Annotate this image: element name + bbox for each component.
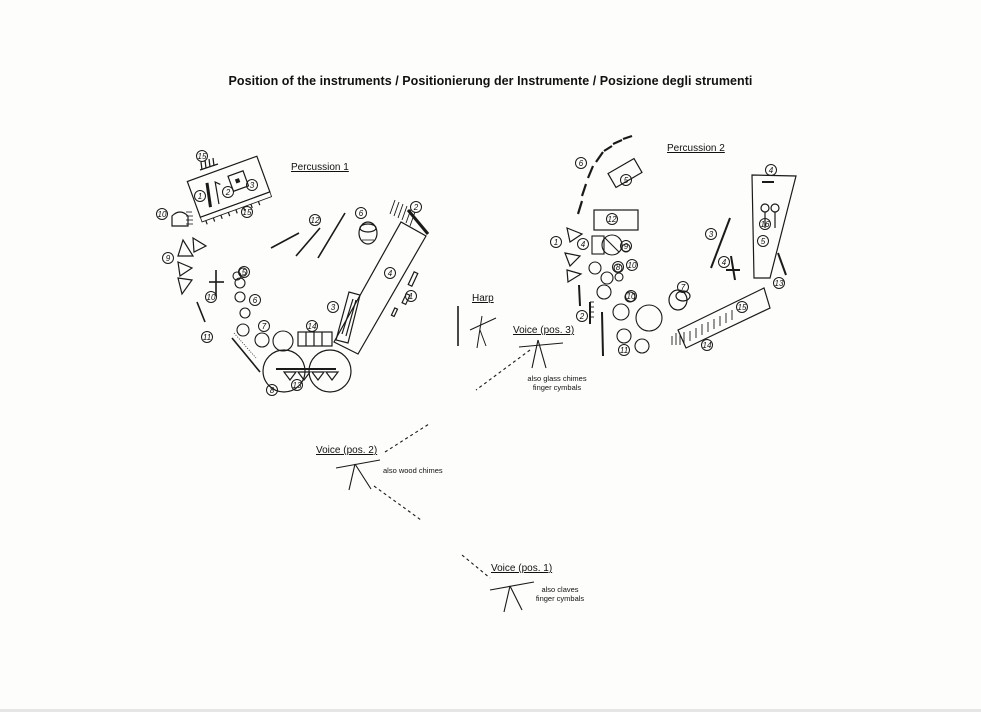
perc1-number-15a: 15 — [198, 152, 207, 161]
perc1-number-6a: 6 — [359, 209, 364, 218]
voice-pos1-symbol — [461, 554, 535, 613]
perc2-number-1: 1 — [554, 238, 558, 247]
perc1-marimba — [333, 199, 430, 355]
perc2-bar-row — [576, 134, 633, 215]
perc1-guiro — [171, 211, 189, 227]
perc1-number-14: 14 — [308, 322, 317, 331]
page-bottom-edge — [0, 709, 981, 712]
voice-pos3-symbol — [475, 339, 564, 391]
perc2-number-16: 16 — [761, 220, 770, 229]
perc2-triangles — [564, 227, 584, 284]
perc2-number-11: 11 — [620, 346, 628, 355]
perc2-number-9: 9 — [624, 242, 629, 251]
voice-pos2-label: Voice (pos. 2) — [316, 445, 378, 456]
voice-pos3-note-1: also glass chimes — [527, 374, 587, 383]
perc1-number-7: 7 — [262, 322, 267, 331]
perc2-drums — [588, 234, 663, 354]
voice-pos3-label: Voice (pos. 3) — [513, 325, 575, 336]
perc2-tom — [668, 289, 691, 311]
voice-pos1-note-1: also claves — [541, 585, 579, 594]
percussion-1-label: Percussion 1 — [291, 162, 349, 173]
perc2-number-6a: 6 — [579, 159, 584, 168]
perc1-number-13: 13 — [293, 381, 302, 390]
perc1-number-11: 11 — [203, 333, 211, 342]
perc1-number-10a: 10 — [158, 210, 167, 219]
perc1-tom — [358, 221, 378, 245]
harp-label: Harp — [472, 293, 494, 304]
percussion-2-label: Percussion 2 — [667, 143, 725, 154]
perc2-sticks — [578, 217, 787, 357]
perc1-sticks — [196, 212, 346, 373]
perc2-number-5b: 5 — [761, 237, 766, 246]
perc1-number-1: 1 — [198, 192, 202, 201]
perc1-small-drums — [232, 267, 294, 352]
perc1-number-1b: 1 — [409, 292, 413, 301]
perc2-number-4b: 4 — [581, 240, 586, 249]
percussion-1-setup: 15 1 2 3 15 10 9 12 6 2 4 1 3 14 5 6 7 1… — [156, 150, 430, 396]
harp-symbol — [457, 306, 497, 349]
perc1-number-4: 4 — [388, 269, 393, 278]
perc2-number-12: 12 — [608, 215, 617, 224]
perc2-number-5a: 5 — [624, 176, 629, 185]
perc2-marimba — [751, 174, 797, 279]
voice-pos1-label: Voice (pos. 1) — [491, 563, 553, 574]
page-title: Position of the instruments / Positionie… — [228, 74, 753, 88]
perc2-number-3: 3 — [709, 230, 714, 239]
voice-pos1-note-2: finger cymbals — [535, 594, 585, 603]
perc1-number-5: 5 — [242, 268, 247, 277]
perc2-number-2: 2 — [579, 312, 585, 321]
voice-pos2-symbol — [335, 423, 430, 521]
perc1-triangles — [177, 236, 208, 296]
perc1-number-2a: 2 — [225, 188, 231, 197]
perc1-number-3a: 3 — [250, 181, 255, 190]
perc2-number-13: 13 — [775, 279, 784, 288]
perc1-number-15b: 15 — [243, 208, 252, 217]
perc1-mallet-table — [186, 155, 273, 225]
voice-pos2-note-1: also wood chimes — [383, 466, 443, 475]
perc2-number-14: 14 — [703, 341, 712, 350]
perc2-number-10a: 10 — [628, 261, 637, 270]
perc1-number-3b: 3 — [331, 303, 336, 312]
perc1-comb — [199, 157, 219, 171]
perc1-number-2b: 2 — [413, 203, 419, 212]
perc1-number-10b: 10 — [207, 293, 216, 302]
perc1-number-6b: 6 — [253, 296, 258, 305]
perc2-number-4c: 4 — [722, 258, 727, 267]
voice-pos3-note-2: finger cymbals — [532, 383, 582, 392]
perc1-number-12: 12 — [311, 216, 320, 225]
perc1-position-numbers: 15 1 2 3 15 10 9 12 6 2 4 1 3 14 5 6 7 1… — [156, 150, 422, 396]
perc2-table — [593, 209, 639, 231]
perc1-bass-drums — [262, 349, 352, 393]
perc2-position-numbers: 6 5 4 12 16 3 5 1 4 10 9 8 2 10 11 7 4 1… — [550, 157, 785, 356]
perc2-number-8: 8 — [616, 263, 621, 272]
perc1-temple-blocks — [297, 331, 333, 347]
perc2-table-small — [607, 157, 643, 189]
percussion-2-setup: 6 5 4 12 16 3 5 1 4 10 9 8 2 10 11 7 4 1… — [550, 134, 797, 357]
perc2-number-4a: 4 — [769, 166, 774, 175]
perc1-number-8: 8 — [270, 386, 275, 395]
perc1-number-9: 9 — [166, 254, 171, 263]
perc2-number-15: 15 — [738, 303, 747, 312]
perc2-number-10b: 10 — [627, 292, 636, 301]
perc2-number-7: 7 — [681, 283, 686, 292]
perc2-keyboard — [671, 287, 771, 349]
